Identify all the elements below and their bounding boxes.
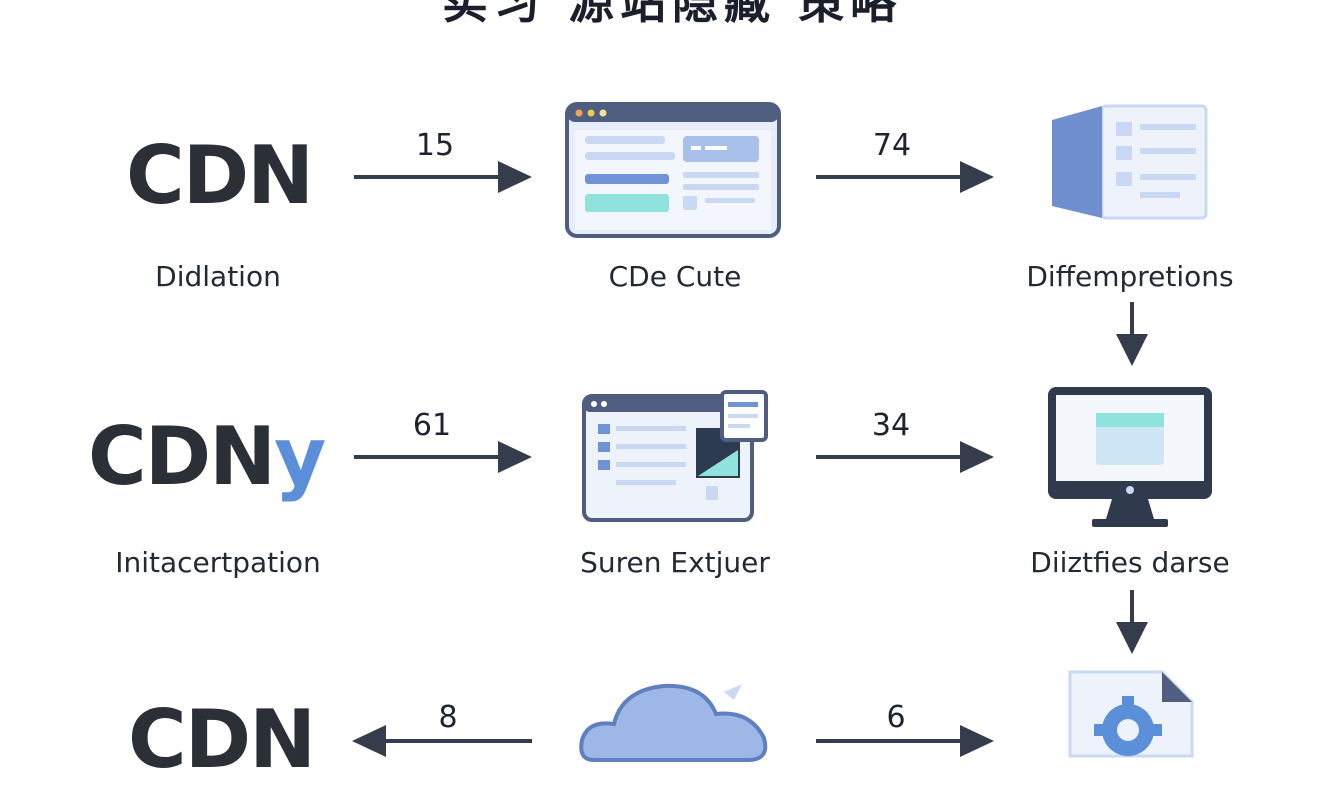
arrow-label-34: 34 <box>871 408 911 443</box>
right-arrow-icon <box>816 441 994 473</box>
caption-diffempretions: Diffempretions <box>1026 260 1234 293</box>
right-arrow-icon <box>816 161 994 193</box>
cdn-logo-text: CDN <box>126 129 314 222</box>
document-book-icon <box>1052 104 1208 220</box>
cdn-logo-text: CDN <box>128 693 316 786</box>
caption-initacertpation: Initacertpation <box>115 546 321 579</box>
caption-diiztfies-darse: Diiztfies darse <box>1030 546 1230 579</box>
cdn-logo-text: CDN <box>88 410 276 503</box>
right-arrow-icon <box>354 441 532 473</box>
caption-suren-extjuer: Suren Extjuer <box>580 546 770 579</box>
arrow-label-15: 15 <box>415 128 455 163</box>
cdn-logo-accent: y <box>274 410 326 503</box>
cdn-logo-row1: CDN <box>126 136 314 216</box>
cdn-logo-row3: CDN <box>128 700 316 780</box>
arrow-label-74: 74 <box>872 128 912 163</box>
caption-didlation: Didlation <box>155 260 281 293</box>
right-arrow-icon <box>354 161 532 193</box>
monitor-icon <box>1048 387 1212 527</box>
down-arrow-icon <box>1116 590 1148 654</box>
browser-overlay-icon <box>582 390 768 522</box>
browser-window-icon <box>565 102 781 238</box>
right-arrow-icon <box>816 725 994 757</box>
cdny-logo: CDNy <box>88 417 326 497</box>
arrow-label-6: 6 <box>886 700 906 735</box>
page-title: 实习 源站隐藏 策略 <box>441 0 903 29</box>
down-arrow-icon <box>1116 302 1148 366</box>
settings-document-icon <box>1068 670 1194 758</box>
arrow-label-8: 8 <box>438 700 458 735</box>
left-arrow-icon <box>352 725 532 757</box>
arrow-label-61: 61 <box>412 408 452 443</box>
caption-cde-cute: CDe Cute <box>608 260 742 293</box>
cloud-icon <box>579 683 768 762</box>
